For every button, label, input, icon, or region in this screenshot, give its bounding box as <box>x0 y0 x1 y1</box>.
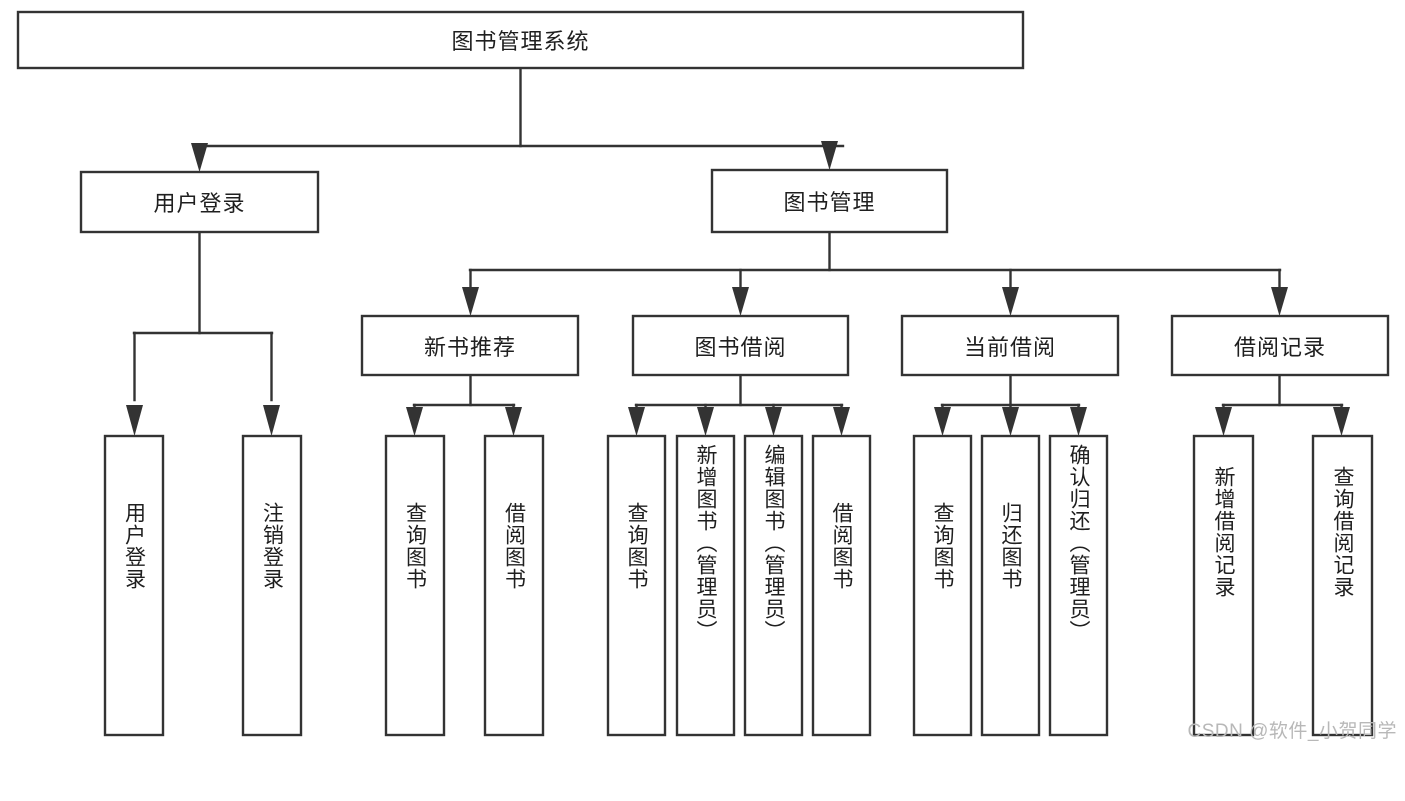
arrow-to-leaf-add-record <box>1215 407 1232 436</box>
node-box-leaf-query-book-2[interactable] <box>606 434 667 737</box>
arrow-to-current-borrow <box>1002 287 1019 316</box>
edge-group-borrow-record-to-leaves <box>1215 373 1350 436</box>
arrow-to-new-book-recommend <box>462 287 479 316</box>
node-box-current-borrow[interactable] <box>900 314 1120 377</box>
edge-group-current-borrow-to-leaves <box>934 373 1087 436</box>
node-box-user-login[interactable] <box>79 170 320 234</box>
node-box-leaf-edit-book[interactable] <box>743 434 804 737</box>
arrow-to-book-borrow <box>732 287 749 316</box>
node-box-leaf-user-login[interactable] <box>103 434 165 737</box>
arrow-to-leaf-borrow-book-2 <box>833 407 850 436</box>
arrow-to-leaf-query-record <box>1333 407 1350 436</box>
node-box-leaf-add-book[interactable] <box>675 434 736 737</box>
arrow-to-leaf-user-logout <box>263 405 280 436</box>
edge-group-book-manage-to-level2 <box>462 230 1288 316</box>
node-box-leaf-borrow-book-2[interactable] <box>811 434 872 737</box>
arrow-to-leaf-edit-book <box>765 407 782 436</box>
arrow-to-borrow-record <box>1271 287 1288 316</box>
flowchart-canvas <box>16 10 1390 737</box>
arrow-to-leaf-user-login <box>126 405 143 436</box>
node-box-book-manage[interactable] <box>710 168 949 234</box>
node-box-new-book-recommend[interactable] <box>360 314 580 377</box>
edge-group-book-borrow-to-leaves <box>628 373 850 436</box>
arrow-to-leaf-add-book <box>697 407 714 436</box>
node-box-leaf-borrow-book-1[interactable] <box>483 434 545 737</box>
node-box-leaf-user-logout[interactable] <box>241 434 303 737</box>
node-box-leaf-query-record[interactable] <box>1311 434 1374 737</box>
arrow-to-leaf-borrow-book-1 <box>505 407 522 436</box>
node-box-borrow-record[interactable] <box>1170 314 1390 377</box>
arrow-to-leaf-query-book-2 <box>628 407 645 436</box>
node-box-leaf-add-record[interactable] <box>1192 434 1255 737</box>
edge-group-new-book-to-leaves <box>406 373 522 436</box>
node-box-leaf-query-book-1[interactable] <box>384 434 446 737</box>
arrow-to-book-manage <box>821 141 838 170</box>
arrow-to-leaf-query-book-3 <box>934 407 951 436</box>
node-box-root[interactable] <box>16 10 1025 70</box>
node-box-leaf-confirm-return[interactable] <box>1048 434 1109 737</box>
node-box-leaf-return-book[interactable] <box>980 434 1041 737</box>
flowchart-diagram: 图书管理系统 用户登录 图书管理 新书推荐 图书借阅 当前借阅 借阅记录 用户登… <box>16 10 1396 742</box>
arrow-to-user-login <box>191 143 208 172</box>
edge-group-root-to-level1 <box>191 66 845 172</box>
arrow-to-leaf-return-book <box>1002 407 1019 436</box>
arrow-to-leaf-query-book-1 <box>406 407 423 436</box>
node-box-book-borrow[interactable] <box>631 314 850 377</box>
edge-group-user-login-to-leaves <box>126 230 280 436</box>
arrow-to-leaf-confirm-return <box>1070 407 1087 436</box>
node-box-leaf-query-book-3[interactable] <box>912 434 973 737</box>
